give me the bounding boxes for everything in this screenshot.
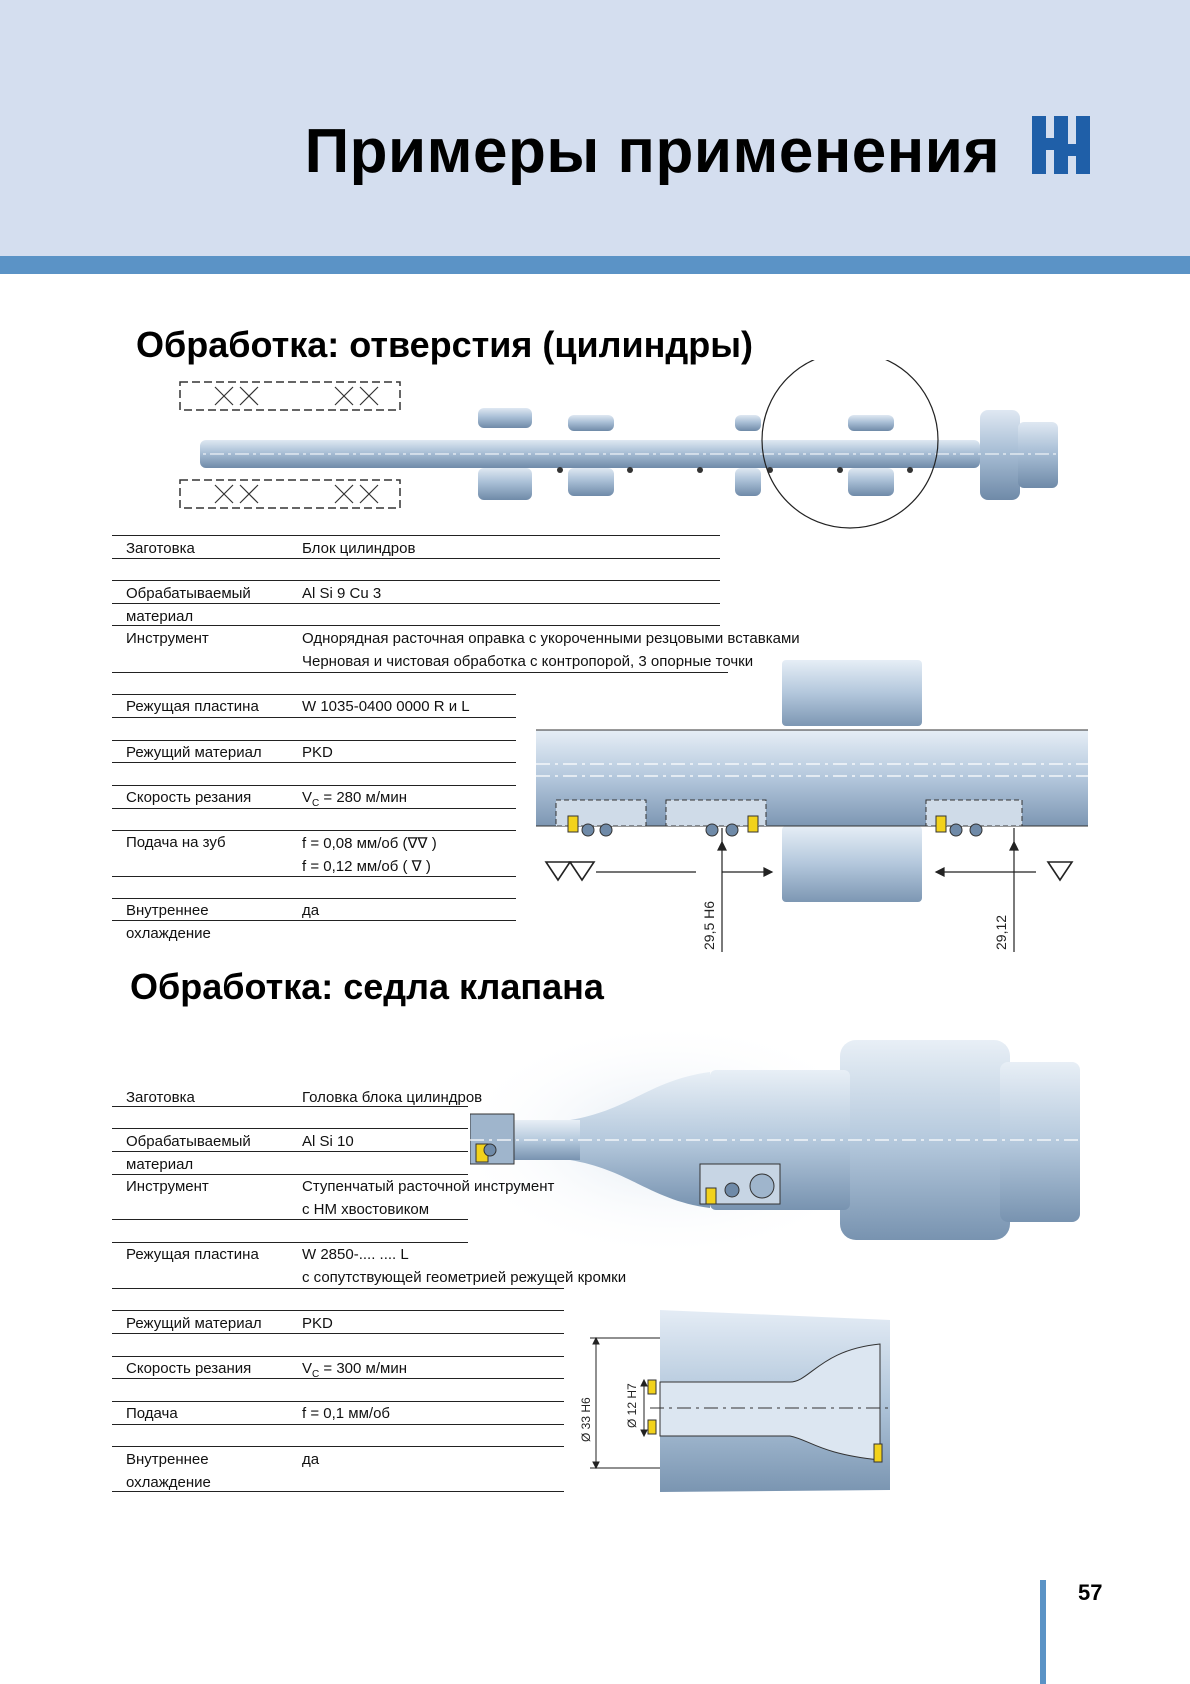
spec-label: Режущий материал [126,1315,262,1332]
spec-label: Заготовка [126,540,195,557]
spec-value-line2: с HM хвостовиком [302,1201,430,1218]
header-accent-bar [0,256,1190,274]
spec-label: Заготовка [126,1089,195,1106]
spec-divider [112,1174,468,1175]
valve-seat-detail-drawing: Ø 12 H7 Ø 33 H6 [580,1310,890,1492]
spec-value-line2: с сопутствующей геометрией режущей кромк… [302,1269,627,1286]
spec-value: Головка блока цилиндров [302,1089,483,1106]
dim-label-29-12: 29,12 [993,915,1009,950]
spec-value: Ступенчатый расточной инструмент [302,1178,555,1195]
spec-divider [112,580,720,581]
spec-divider [112,1356,564,1357]
spec-value: Al Si 10 [302,1133,354,1150]
spec-value: Однорядная расточная оправка с укороченн… [302,630,800,647]
header-band [0,0,1190,256]
spec-label: Режущий материал [126,744,262,761]
spec-value: W 2850-.... .... L [302,1246,409,1263]
spec-label-line2: охлаждение [126,1474,211,1491]
spec-value: Al Si 9 Cu 3 [302,585,382,602]
spec-divider [112,876,516,877]
spec-label: Режущая пластина [126,1246,259,1263]
spec-value: f = 0,08 мм/об (∇∇ ) [302,835,437,852]
spec-divider [112,1288,564,1289]
spec-divider [112,1491,564,1492]
spec-label: Подача [126,1405,178,1422]
spec-divider [112,535,720,536]
spec-divider [112,1333,564,1334]
spec-label-line2: охлаждение [126,925,211,942]
spec-divider [112,603,720,604]
spec-divider [112,1310,564,1311]
spec-divider [112,830,516,831]
spec-divider [112,717,516,718]
company-logo-icon [1032,116,1090,174]
spec-divider [112,1219,468,1220]
spec-divider [112,1378,564,1379]
dim-label-33-h6: Ø 33 H6 [580,1397,593,1442]
spec-value: да [302,1451,320,1468]
dim-label-29-5: 29,5 H6 [701,901,717,950]
spec-divider [112,1424,564,1425]
spec-divider [112,740,516,741]
spec-label: Внутреннее [126,1451,209,1468]
spec-value-line2: f = 0,12 мм/об ( ∇ ) [302,858,431,875]
spec-label: Режущая пластина [126,698,259,715]
spec-label-line2: материал [126,608,194,625]
spec-label: Обрабатываемый [126,1133,251,1150]
spec-divider [112,898,516,899]
spec-label: Обрабатываемый [126,585,251,602]
dim-label-12-h7: Ø 12 H7 [625,1383,639,1428]
spec-value: PKD [302,744,333,761]
spec-divider [112,762,516,763]
spec-label: Скорость резания [126,789,252,806]
spec-divider [112,808,516,809]
spec-label: Подача на зуб [126,834,226,851]
cylinder-detail-drawing: 29,5 H6 29,12 [536,660,1088,952]
spec-divider [112,920,516,921]
spec-divider [112,785,516,786]
spec-divider [112,694,516,695]
spec-label-line2: материал [126,1156,194,1173]
spec-value: VC = 280 м/мин [302,789,407,809]
spec-value: W 1035-0400 0000 R и L [302,698,470,715]
spec-value: f = 0,1 мм/об [302,1405,391,1422]
spec-divider [112,1401,564,1402]
spec-value-line2: Черновая и чистовая обработка с контропо… [302,653,754,670]
spec-divider [112,1151,468,1152]
section-title-valve-seats: Обработка: седла клапана [130,966,604,1007]
spec-divider [112,558,720,559]
spec-value: да [302,902,320,919]
cylinder-boring-bar-drawing [160,360,1090,529]
spec-divider [112,1128,468,1129]
page-number-rule [1040,1580,1046,1684]
spec-label: Внутреннее [126,902,209,919]
page-number: 57 [1078,1580,1103,1605]
valve-seat-tool-drawing [470,1020,1090,1260]
page-title: Примеры применения [304,117,1000,186]
spec-label: Скорость резания [126,1360,252,1377]
spec-label: Инструмент [126,1178,209,1195]
spec-divider [112,1446,564,1447]
section-title-cylinders: Обработка: отверстия (цилиндры) [136,324,753,365]
spec-label: Инструмент [126,630,209,647]
spec-divider [112,1106,468,1107]
spec-divider [112,625,720,626]
spec-value: VC = 300 м/мин [302,1360,407,1380]
spec-divider [112,1242,468,1243]
spec-value: PKD [302,1315,333,1332]
spec-value: Блок цилиндров [302,540,416,557]
spec-divider [112,672,728,673]
